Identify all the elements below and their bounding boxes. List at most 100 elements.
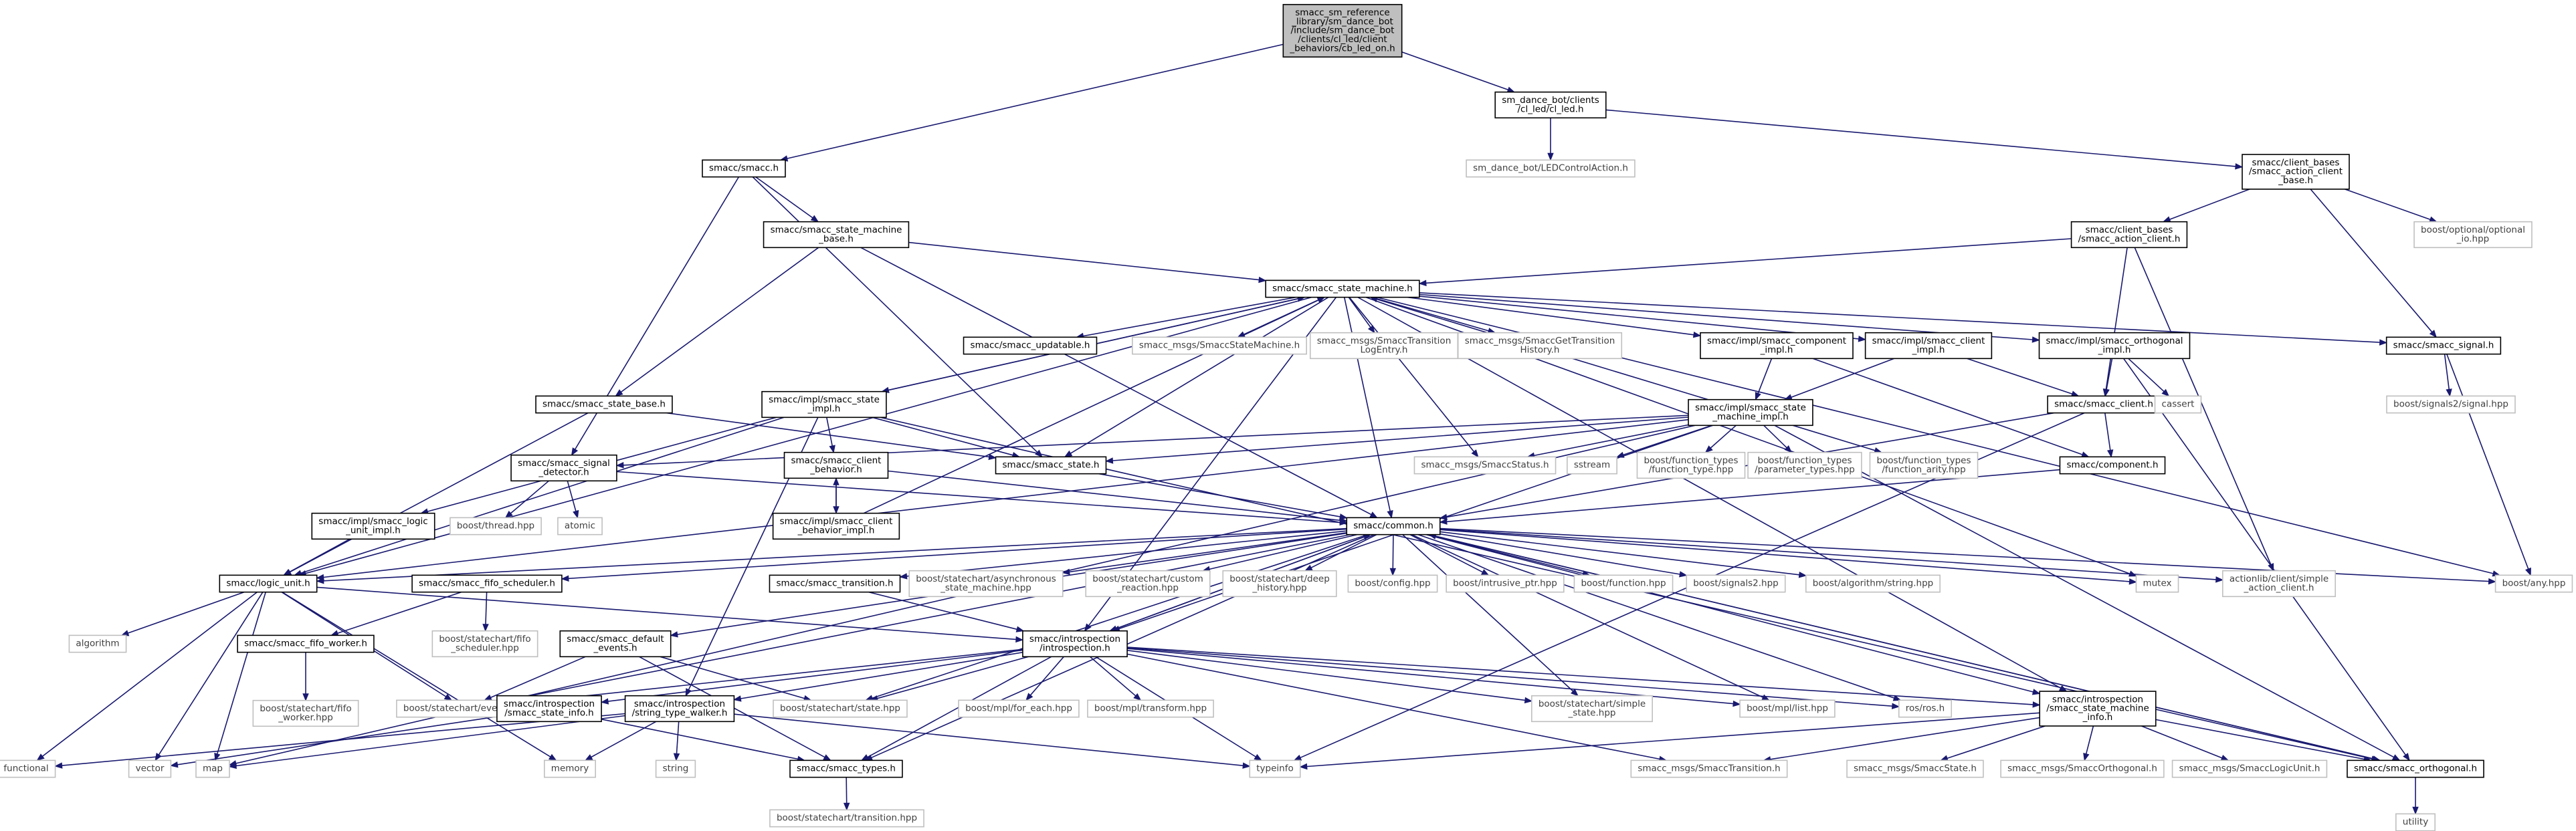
node-signal-h[interactable]: smacc/smacc_signal.h — [2385, 336, 2502, 355]
node-label-line: _behavior.h — [809, 464, 862, 475]
node-client-behavior[interactable]: smacc/smacc_client_behavior.h — [783, 451, 889, 479]
edge-line — [2344, 189, 2431, 221]
edge-line — [2106, 358, 2113, 390]
node-box — [1087, 699, 1214, 718]
node-label-line: smacc/introspection — [1029, 634, 1120, 644]
node-label-line: atomic — [565, 521, 595, 531]
node-box — [1864, 332, 1993, 360]
node-label-line: /cl_led/cl_led.h — [1517, 104, 1583, 114]
edge-line — [888, 470, 1341, 521]
node-smacc-h[interactable]: smacc/smacc.h — [702, 159, 786, 178]
node-cb-impl[interactable]: smacc/impl/smacc_client_behavior_impl.h — [772, 512, 900, 540]
edge-arrowhead — [2103, 388, 2110, 397]
node-label-line: vector — [136, 763, 165, 774]
node-optional-io: boost/optional/optional_io.hpp — [2413, 221, 2533, 249]
edge-line — [1371, 296, 1489, 332]
node-transition-h[interactable]: smacc/smacc_transition.h — [769, 574, 901, 593]
edge-line — [316, 586, 1016, 640]
edge-line — [1812, 358, 2083, 455]
node-label-line: boost/statechart/simple — [1539, 699, 1646, 709]
node-types-h[interactable]: smacc/smacc_types.h — [789, 759, 903, 778]
node-label-line: _reaction.hpp — [1116, 582, 1179, 593]
edge-line — [666, 412, 989, 458]
edge-line — [282, 591, 551, 757]
node-type-walker[interactable]: smacc/introspection/string_type_walker.h — [624, 695, 735, 723]
node-comp-impl[interactable]: smacc/impl/smacc_component_impl.h — [1700, 332, 1854, 360]
edge-line — [1098, 473, 1341, 517]
node-label-line: boost/any.hpp — [2502, 578, 2566, 589]
node-state-impl[interactable]: smacc/impl/smacc_state_impl.h — [761, 390, 887, 419]
node-client-impl[interactable]: smacc/impl/smacc_client_impl.h — [1864, 332, 1993, 360]
node-state-info[interactable]: smacc/introspection/smacc_state_info.h — [496, 695, 602, 723]
node-label-line: boost/statechart/transition.hpp — [777, 813, 917, 824]
node-component-h[interactable]: smacc/component.h — [2059, 456, 2166, 475]
edge-line — [2141, 725, 2223, 759]
edge-common-h-to-sc-async — [1062, 532, 1347, 576]
edge-arrowhead — [484, 694, 492, 701]
node-cb-action-client-base[interactable]: smacc/client_bases/smacc_action_client_b… — [2242, 154, 2350, 190]
edge-arrowhead — [615, 462, 624, 469]
node-fifo-sched[interactable]: smacc/smacc_fifo_scheduler.h — [411, 574, 563, 593]
node-box — [1630, 759, 1788, 778]
node-cl-led-h[interactable]: sm_dance_bot/clients/cl_led/cl_led.h — [1494, 91, 1607, 119]
node-ft-parameter: boost/function_types/parameter_types.hpp — [1747, 451, 1862, 479]
node-box — [1346, 517, 1441, 536]
node-state-base[interactable]: smacc/smacc_state_base.h — [535, 395, 673, 414]
node-label-line: memory — [551, 763, 589, 774]
node-label-line: cassert — [2162, 399, 2195, 410]
node-sm-info[interactable]: smacc/introspection/smacc_state_machine_… — [2039, 691, 2157, 727]
edge-arrowhead — [2032, 689, 2041, 695]
edge-common-h-to-ros — [1417, 533, 1902, 701]
node-sc-transition: boost/statechart/transition.hpp — [769, 809, 924, 828]
edge-line — [1126, 653, 1660, 760]
node-state-h[interactable]: smacc/smacc_state.h — [995, 456, 1107, 475]
node-box — [2347, 759, 2484, 778]
node-label-line: smacc/smacc_client.h — [2054, 399, 2153, 410]
node-logic-unit-impl[interactable]: smacc/impl/smacc_logic_unit_impl.h — [311, 512, 435, 540]
node-default-events[interactable]: smacc/smacc_default_events.h — [559, 630, 672, 658]
node-box — [311, 512, 435, 540]
node-common-h[interactable]: smacc/common.h — [1346, 517, 1441, 536]
node-state-machine-h[interactable]: smacc/smacc_state_machine.h — [1265, 279, 1420, 298]
edge-arrowhead — [2032, 336, 2040, 343]
node-label-line: boost/statechart/deep — [1229, 574, 1330, 584]
edge-line — [2444, 354, 2450, 390]
edge-line — [1763, 425, 1787, 449]
node-sm-impl[interactable]: smacc/impl/smacc_state_machine_impl.h — [1688, 398, 1813, 427]
edge-arrowhead — [2412, 806, 2419, 815]
node-orth-impl[interactable]: smacc/impl/smacc_orthogonal_impl.h — [2038, 332, 2191, 360]
node-box — [128, 759, 172, 778]
node-logic-unit[interactable]: smacc/logic_unit.h — [219, 574, 318, 593]
edge-line — [1310, 533, 1377, 568]
node-box — [1132, 336, 1307, 355]
edge-line — [1411, 533, 1763, 698]
node-label-line: smacc/impl/smacc_logic — [318, 516, 427, 527]
node-fifo-worker[interactable]: smacc/smacc_fifo_worker.h — [237, 634, 375, 653]
node-updatable[interactable]: smacc/smacc_updatable.h — [963, 336, 1098, 355]
node-label-line: /function_type.hpp — [1649, 464, 1734, 475]
node-root[interactable]: smacc_sm_reference_library/sm_dance_bot/… — [1282, 3, 1403, 58]
node-introspection[interactable]: smacc/introspection/introspection.h — [1022, 630, 1128, 658]
edge-arrowhead — [1704, 445, 1713, 453]
edge-arrowhead — [1418, 279, 1427, 287]
node-box — [1688, 398, 1813, 427]
edge-signal-detector-to-atomic — [567, 481, 579, 519]
node-algorithm: algorithm — [68, 634, 127, 653]
edge-line — [1419, 292, 2380, 343]
node-cb-action-client[interactable]: smacc/client_bases/smacc_action_client.h — [2070, 221, 2188, 249]
node-box — [1222, 570, 1337, 598]
node-label-line: _action_client.h — [2244, 582, 2314, 593]
node-label-line: boost/mpl/transform.hpp — [1094, 703, 1207, 714]
node-msg-status: smacc_msgs/SmaccStatus.h — [1413, 456, 1557, 475]
edge-sm-impl-to-state-h — [1105, 417, 1689, 464]
node-label-line: smacc/client_bases — [2086, 225, 2173, 235]
node-client-h[interactable]: smacc/smacc_client.h — [2047, 395, 2161, 414]
node-label-line: _io.hpp — [2456, 233, 2490, 244]
edge-orthogonal-h-to-common-h — [1427, 533, 2380, 761]
edge-arrowhead — [1304, 564, 1313, 572]
node-signal-detector[interactable]: smacc/smacc_signal_detector.h — [510, 454, 617, 482]
node-label-line: _base.h — [818, 233, 854, 244]
node-orthogonal-h[interactable]: smacc/smacc_orthogonal.h — [2347, 759, 2484, 778]
node-sm-base[interactable]: smacc/smacc_state_machine_base.h — [763, 221, 910, 249]
